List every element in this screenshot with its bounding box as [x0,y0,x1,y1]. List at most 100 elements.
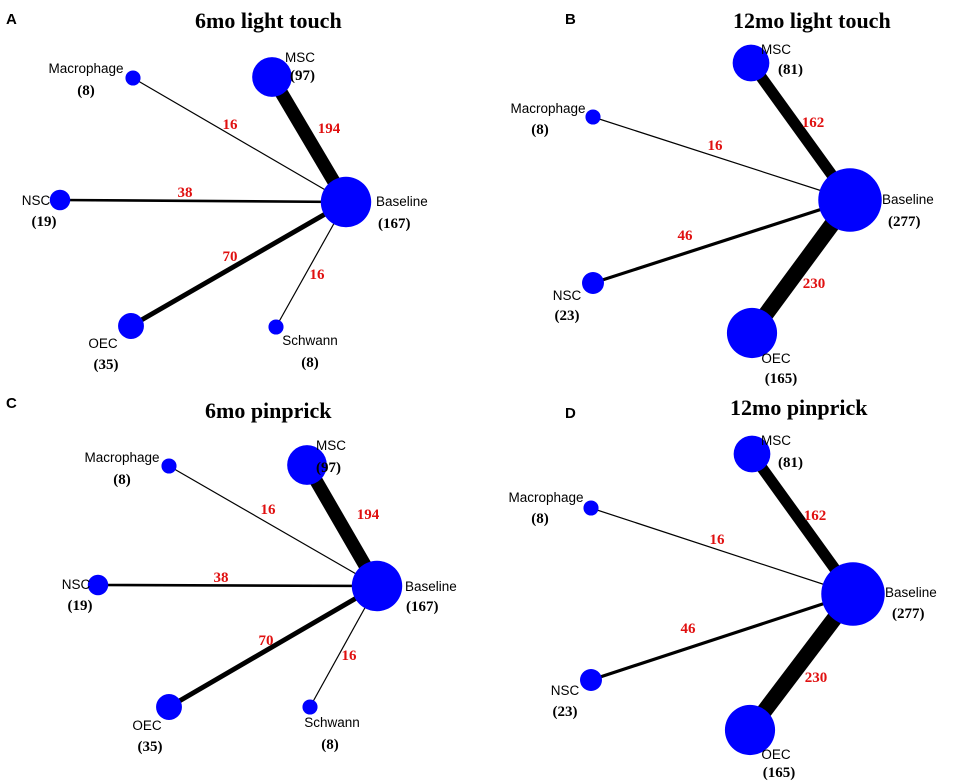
node-oec [156,694,182,720]
node-baseline [818,168,882,232]
edge-baseline-nsc [59,198,347,204]
edge-label-nsc: 46 [681,621,697,637]
panel-letter: A [6,11,17,28]
node-count-schwann: (8) [301,355,319,371]
node-count-oec: (165) [765,371,798,387]
edges [592,59,857,338]
node-count-oec: (165) [763,765,796,781]
node-count-baseline: (167) [406,599,439,615]
node-label-schwann: Schwann [282,333,338,348]
node-count-oec: (35) [138,739,163,755]
nodes: Baseline(167)MSC(97)Macrophage(8)NSC(19)… [22,50,428,373]
node-nsc [582,272,604,294]
node-baseline [351,560,403,612]
node-macrophage [125,70,141,86]
nodes: Baseline(277)MSC(81)Macrophage(8)NSC(23)… [510,42,933,387]
edge-labels: 194 16 38 70 16 [178,117,341,283]
node-label-nsc: NSC [62,577,91,592]
node-macrophage [161,458,177,474]
edge-label-nsc: 38 [178,185,193,201]
edge-labels: 194 16 38 70 16 [214,502,380,664]
node-label-baseline: Baseline [885,585,937,600]
node-count-schwann: (8) [321,737,339,753]
edge-label-oec: 70 [223,249,238,265]
panel-title: 6mo pinprick [205,398,332,423]
panel-title: 6mo light touch [195,8,342,33]
node-schwann [302,699,318,715]
node-count-baseline: (277) [888,214,921,230]
edge-label-macrophage: 16 [708,138,724,154]
edge-baseline-macrophage [168,465,378,587]
node-count-macrophage: (8) [531,511,549,527]
edge-label-schwann: 16 [342,648,358,664]
node-oec [726,307,778,359]
nodes: Baseline(277)MSC(81)Macrophage(8)NSC(23)… [508,433,936,781]
node-macrophage [585,109,601,125]
node-count-baseline: (277) [892,606,925,622]
node-label-msc: MSC [316,438,346,453]
node-count-msc: (97) [316,460,341,476]
edge-label-macrophage: 16 [710,532,726,548]
node-count-macrophage: (8) [77,83,95,99]
edge-label-msc: 162 [804,508,827,524]
node-label-baseline: Baseline [405,579,457,594]
nodes: Baseline (167) MSC (97) Macrophage (8) NSC (19)… [62,438,457,755]
node-label-oec: OEC [132,718,162,733]
node-label-nsc: NSC [22,193,51,208]
node-label-msc: MSC [285,50,315,65]
edge-label-oec: 230 [803,276,826,292]
edges [97,461,383,710]
node-nsc [580,669,602,691]
edges [59,73,352,329]
edges [590,450,860,735]
edge-label-msc: 194 [357,507,380,523]
edge-label-msc: 162 [802,115,825,131]
node-label-baseline: Baseline [882,192,934,207]
node-label-baseline: Baseline [376,194,428,209]
node-nsc [87,574,109,596]
node-label-macrophage: Macrophage [510,101,585,116]
edge-label-nsc: 38 [214,570,229,586]
node-count-oec: (35) [94,357,119,373]
node-label-schwann: Schwann [304,715,360,730]
edge-baseline-oec [167,583,379,710]
node-msc [732,44,770,82]
edge-label-schwann: 16 [310,267,326,283]
edge-baseline-nsc [97,583,378,588]
node-label-msc: MSC [761,42,791,57]
node-label-macrophage: Macrophage [84,450,159,465]
node-label-msc: MSC [761,433,791,448]
node-msc [287,445,327,485]
node-schwann [268,319,284,335]
panel-letter: D [565,405,576,422]
node-count-msc: (97) [290,68,315,84]
node-label-oec: OEC [761,351,791,366]
node-msc [733,435,771,473]
edge-baseline-nsc [590,592,854,682]
node-oec [724,704,776,756]
node-count-nsc: (19) [68,598,93,614]
edge-baseline-nsc [592,198,851,285]
node-label-nsc: NSC [551,683,580,698]
panel-letter: C [6,395,17,412]
edge-label-oec: 70 [259,633,274,649]
node-baseline [821,562,885,626]
node-label-macrophage: Macrophage [48,61,123,76]
node-count-msc: (81) [778,62,803,78]
node-count-macrophage: (8) [531,122,549,138]
panel-title: 12mo pinprick [730,395,868,420]
edge-label-macrophage: 16 [223,117,239,133]
edge-baseline-macrophage [132,77,347,203]
node-count-macrophage: (8) [113,472,131,488]
edge-baseline-oec [129,199,348,329]
edge-baseline-macrophage [590,507,854,595]
node-count-nsc: (23) [555,308,580,324]
node-nsc [49,189,71,211]
edge-label-macrophage: 16 [261,502,277,518]
edge-label-msc: 194 [318,121,341,137]
